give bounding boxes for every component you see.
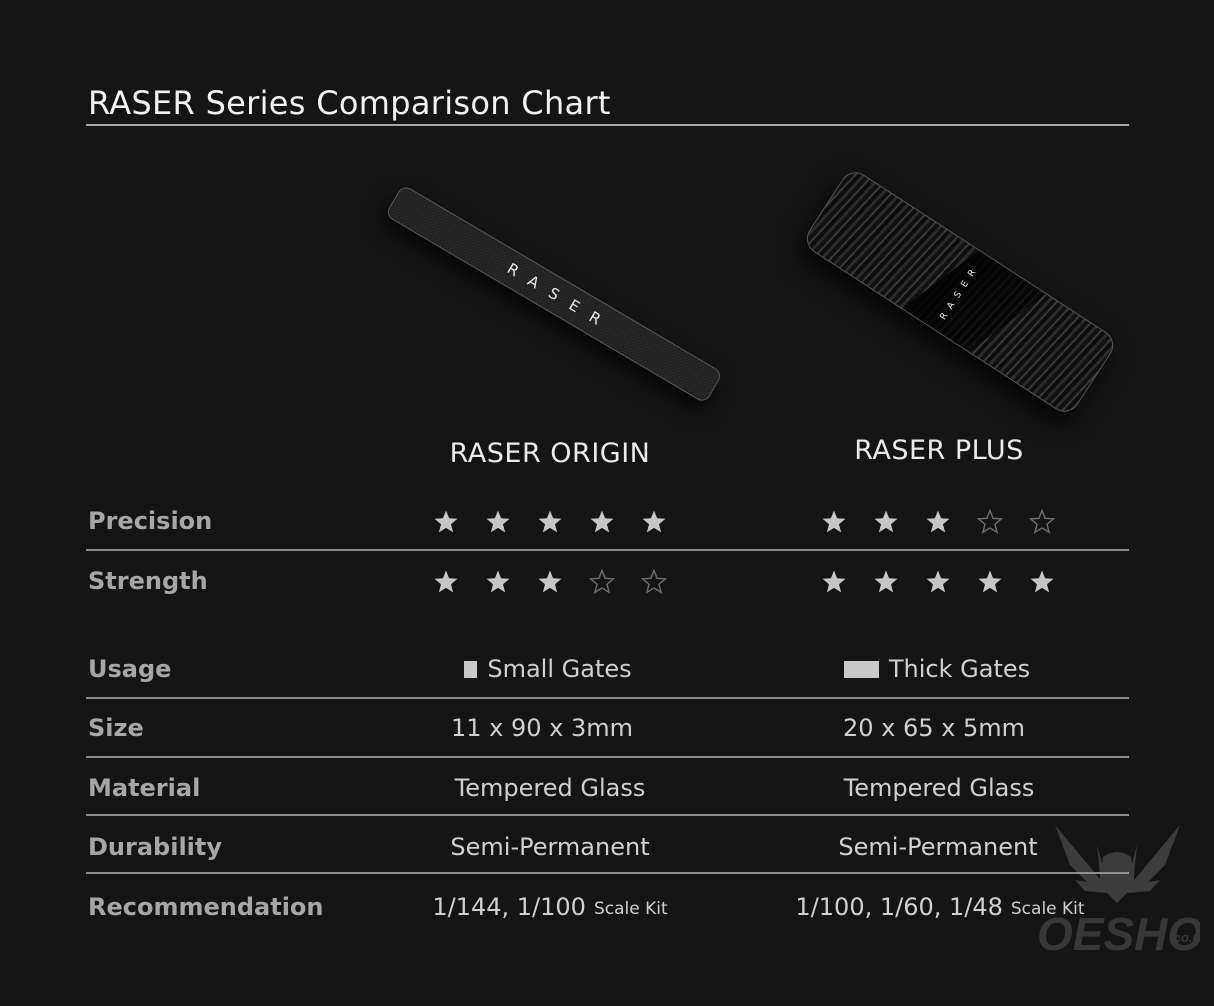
star-filled-icon [977,569,1003,595]
row-label-durability: Durability [88,833,223,861]
star-empty-icon [977,509,1003,535]
star-filled-icon [925,509,951,535]
row-label-usage: Usage [88,655,172,683]
size-origin-value: 11 x 90 x 3mm [450,714,634,742]
column-header-raser-plus: RASER PLUS [854,435,1024,466]
star-filled-icon [821,509,847,535]
row-divider [86,549,1129,551]
star-filled-icon [433,509,459,535]
star-filled-icon [641,509,667,535]
star-filled-icon [873,569,899,595]
recommendation-origin-scales: 1/144, 1/100 [432,893,586,921]
material-origin: Tempered Glass [380,774,720,802]
size-plus: 20 x 65 x 5mm [764,714,1104,742]
star-filled-icon [821,569,847,595]
row-label-strength: Strength [88,567,208,595]
durability-plus: Semi-Permanent [768,833,1108,861]
row-label-precision: Precision [88,507,213,535]
svg-text:.co.uk: .co.uk [1170,930,1200,945]
strength-rating-plus [768,569,1108,595]
star-filled-icon [485,569,511,595]
material-plus: Tempered Glass [769,774,1109,802]
star-empty-icon [641,569,667,595]
title-underline [86,124,1129,126]
recommendation-plus-suffix: Scale Kit [1010,899,1085,919]
row-divider [86,756,1129,758]
recommendation-plus-scales: 1/100, 1/60, 1/48 [795,893,1003,921]
star-empty-icon [1029,509,1055,535]
usage-origin-label: Small Gates [487,655,632,683]
row-divider [86,697,1129,699]
small-gate-icon [464,660,478,678]
star-filled-icon [537,569,563,595]
row-divider [86,872,1129,874]
star-filled-icon [1029,569,1055,595]
raser-plus-image: RASER [800,166,1120,418]
raser-logo: RASER [503,259,617,336]
precision-rating-plus [768,509,1108,535]
row-label-recommendation: Recommendation [88,893,324,921]
row-label-size: Size [88,714,144,742]
star-filled-icon [873,509,899,535]
usage-origin: Small Gates [378,655,718,683]
durability-origin-value: Semi-Permanent [450,833,650,861]
strength-rating-origin [380,569,720,595]
material-origin-value: Tempered Glass [454,774,646,802]
usage-plus-label: Thick Gates [888,655,1031,683]
star-filled-icon [485,509,511,535]
durability-plus-value: Semi-Permanent [838,833,1038,861]
star-filled-icon [433,569,459,595]
svg-text:OESHOP: OESHOP [1037,908,1200,955]
recommendation-plus: 1/100, 1/60, 1/48 Scale Kit [770,893,1110,921]
oeshop-watermark-logo: OESHOP .co.uk [1035,825,1214,960]
star-empty-icon [589,569,615,595]
usage-plus: Thick Gates [767,655,1107,683]
recommendation-origin-suffix: Scale Kit [593,899,668,919]
column-header-raser-origin: RASER ORIGIN [449,438,651,469]
row-label-material: Material [88,774,201,802]
raser-logo: RASER [938,262,982,322]
page-title: RASER Series Comparison Chart [88,84,611,122]
size-origin: 11 x 90 x 3mm [372,714,712,742]
durability-origin: Semi-Permanent [380,833,720,861]
precision-rating-origin [380,509,720,535]
star-filled-icon [589,509,615,535]
size-plus-value: 20 x 65 x 5mm [842,714,1026,742]
recommendation-origin: 1/144, 1/100 Scale Kit [380,893,720,921]
star-filled-icon [537,509,563,535]
row-divider [86,814,1129,816]
material-plus-value: Tempered Glass [843,774,1035,802]
robot-head-icon: OESHOP .co.uk [1037,825,1214,960]
thick-gate-icon [843,660,879,678]
star-filled-icon [925,569,951,595]
raser-origin-image: RASER [384,184,724,404]
